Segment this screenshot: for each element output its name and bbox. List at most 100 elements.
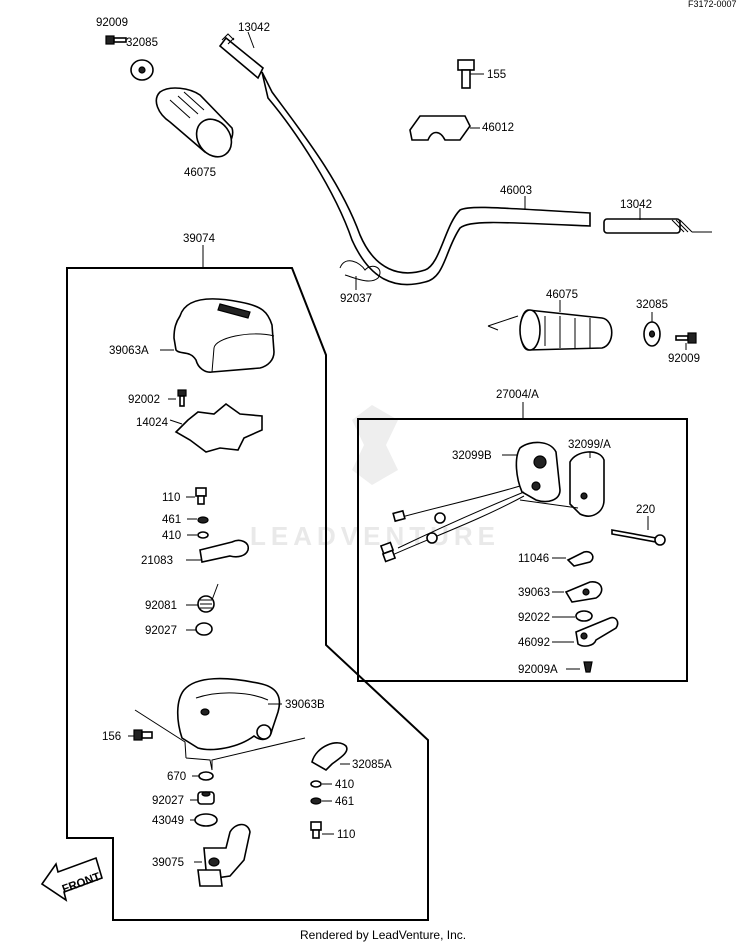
clip-92037 — [339, 260, 381, 282]
bar-end-right-thread — [671, 219, 693, 233]
watermark-text: LEADVENTURE — [250, 521, 500, 551]
label-461-a: 461 — [162, 514, 181, 526]
label-13042-right: 13042 — [620, 199, 652, 211]
watermark: LEADVENTURE — [250, 405, 500, 551]
cable-connectors — [379, 509, 446, 563]
washer-461-b — [310, 797, 322, 805]
label-92022: 92022 — [518, 612, 550, 624]
label-92009-top-left: 92009 — [96, 17, 128, 29]
plate-11046 — [566, 550, 594, 567]
throttle-assembly-box — [66, 267, 429, 921]
switch-32099B — [515, 441, 561, 503]
label-32085A: 32085A — [352, 759, 392, 771]
cover-emblem — [217, 303, 251, 319]
switch-parts — [379, 441, 666, 673]
housing-39063B — [176, 677, 281, 751]
lever-46092 — [575, 616, 619, 647]
washer-92022 — [575, 610, 593, 622]
label-46092: 46092 — [518, 637, 550, 649]
switch-32099A — [569, 451, 605, 517]
grip-46075-right — [487, 309, 613, 351]
label-21083: 21083 — [141, 555, 173, 567]
holder-hole — [582, 588, 590, 596]
cable-3 — [389, 495, 525, 557]
switch-32099B-hole2 — [531, 481, 541, 491]
cover-edge — [211, 333, 275, 373]
switch-32099B-hole — [533, 455, 547, 469]
cable-2 — [397, 491, 525, 549]
grip-46075-left — [155, 87, 234, 158]
watermark-logo-icon — [352, 405, 398, 485]
clamp-46012 — [409, 115, 471, 141]
grip-right-ribs — [544, 316, 591, 348]
label-410-a: 410 — [162, 530, 181, 542]
label-32085-right: 32085 — [636, 299, 668, 311]
washer-670 — [198, 771, 214, 781]
label-220: 220 — [636, 504, 655, 516]
label-14024: 14024 — [136, 417, 169, 429]
spring-92081 — [197, 583, 219, 613]
handlebar-group — [105, 33, 712, 351]
collar-92027-a — [195, 622, 213, 636]
label-39063A: 39063A — [109, 345, 149, 357]
grip-right-guide — [487, 315, 519, 331]
label-46003: 46003 — [500, 185, 532, 197]
seal-43049 — [194, 813, 218, 827]
handlebar-46003 — [261, 71, 591, 286]
screw-92009-right — [675, 332, 697, 344]
label-32099A: 32099/A — [568, 439, 611, 451]
washer-461-a — [197, 516, 209, 524]
label-92037: 92037 — [340, 293, 372, 305]
label-39063: 39063 — [518, 587, 550, 599]
housing-rim — [195, 692, 269, 701]
label-32085-top-left: 32085 — [126, 37, 158, 49]
label-39075: 39075 — [152, 857, 184, 869]
washer-410-a — [197, 531, 209, 539]
housing-boss — [256, 724, 272, 740]
leader-lines — [128, 31, 687, 863]
label-92002: 92002 — [128, 394, 160, 406]
switch-32099A-hole — [580, 492, 588, 500]
label-461-b: 461 — [335, 796, 354, 808]
label-92009A: 92009A — [518, 664, 558, 676]
label-156: 156 — [102, 731, 121, 743]
ref-code: F3172-0007 — [688, 0, 737, 9]
label-27004A: 27004/A — [496, 389, 539, 401]
label-92009-right: 92009 — [668, 353, 700, 365]
cap-right-hole — [648, 330, 656, 338]
label-46075-right: 46075 — [546, 289, 578, 301]
label-39074: 39074 — [183, 233, 216, 245]
throttle-parts — [133, 298, 348, 887]
label-670: 670 — [167, 771, 186, 783]
spring-tail — [211, 583, 219, 601]
label-11046: 11046 — [518, 553, 549, 565]
part-labels: 92009 32085 46075 13042 155 46012 46003 … — [96, 17, 700, 869]
bolt-110-a — [195, 487, 207, 505]
label-410-b: 410 — [335, 779, 354, 791]
label-92081: 92081 — [145, 600, 177, 612]
label-46012: 46012 — [482, 122, 514, 134]
bolt-155 — [457, 59, 475, 89]
screw-92002 — [177, 389, 187, 407]
gasket-14024 — [174, 402, 263, 453]
bolt-156 — [133, 729, 153, 741]
bar-end-13042-right — [603, 218, 681, 234]
lever-39075 — [197, 823, 251, 887]
cable-1 — [397, 485, 521, 519]
bolt-110-b — [310, 821, 322, 839]
label-43049: 43049 — [152, 815, 184, 827]
label-46075-left: 46075 — [184, 167, 216, 179]
label-13042-top: 13042 — [238, 22, 270, 34]
collar-92027-b — [197, 791, 215, 805]
label-39063B: 39063B — [285, 699, 325, 711]
front-arrow-icon: FRONT — [40, 856, 103, 902]
screw-92009-left — [105, 35, 127, 45]
label-110-a: 110 — [162, 492, 180, 504]
footer-credit: Rendered by LeadVenture, Inc. — [300, 928, 466, 942]
bar-end-13042-left — [218, 36, 265, 80]
housing-hole — [200, 708, 210, 716]
spring-coils — [200, 599, 212, 609]
washer-410-b — [310, 780, 322, 788]
bar-end-thread — [221, 33, 235, 45]
